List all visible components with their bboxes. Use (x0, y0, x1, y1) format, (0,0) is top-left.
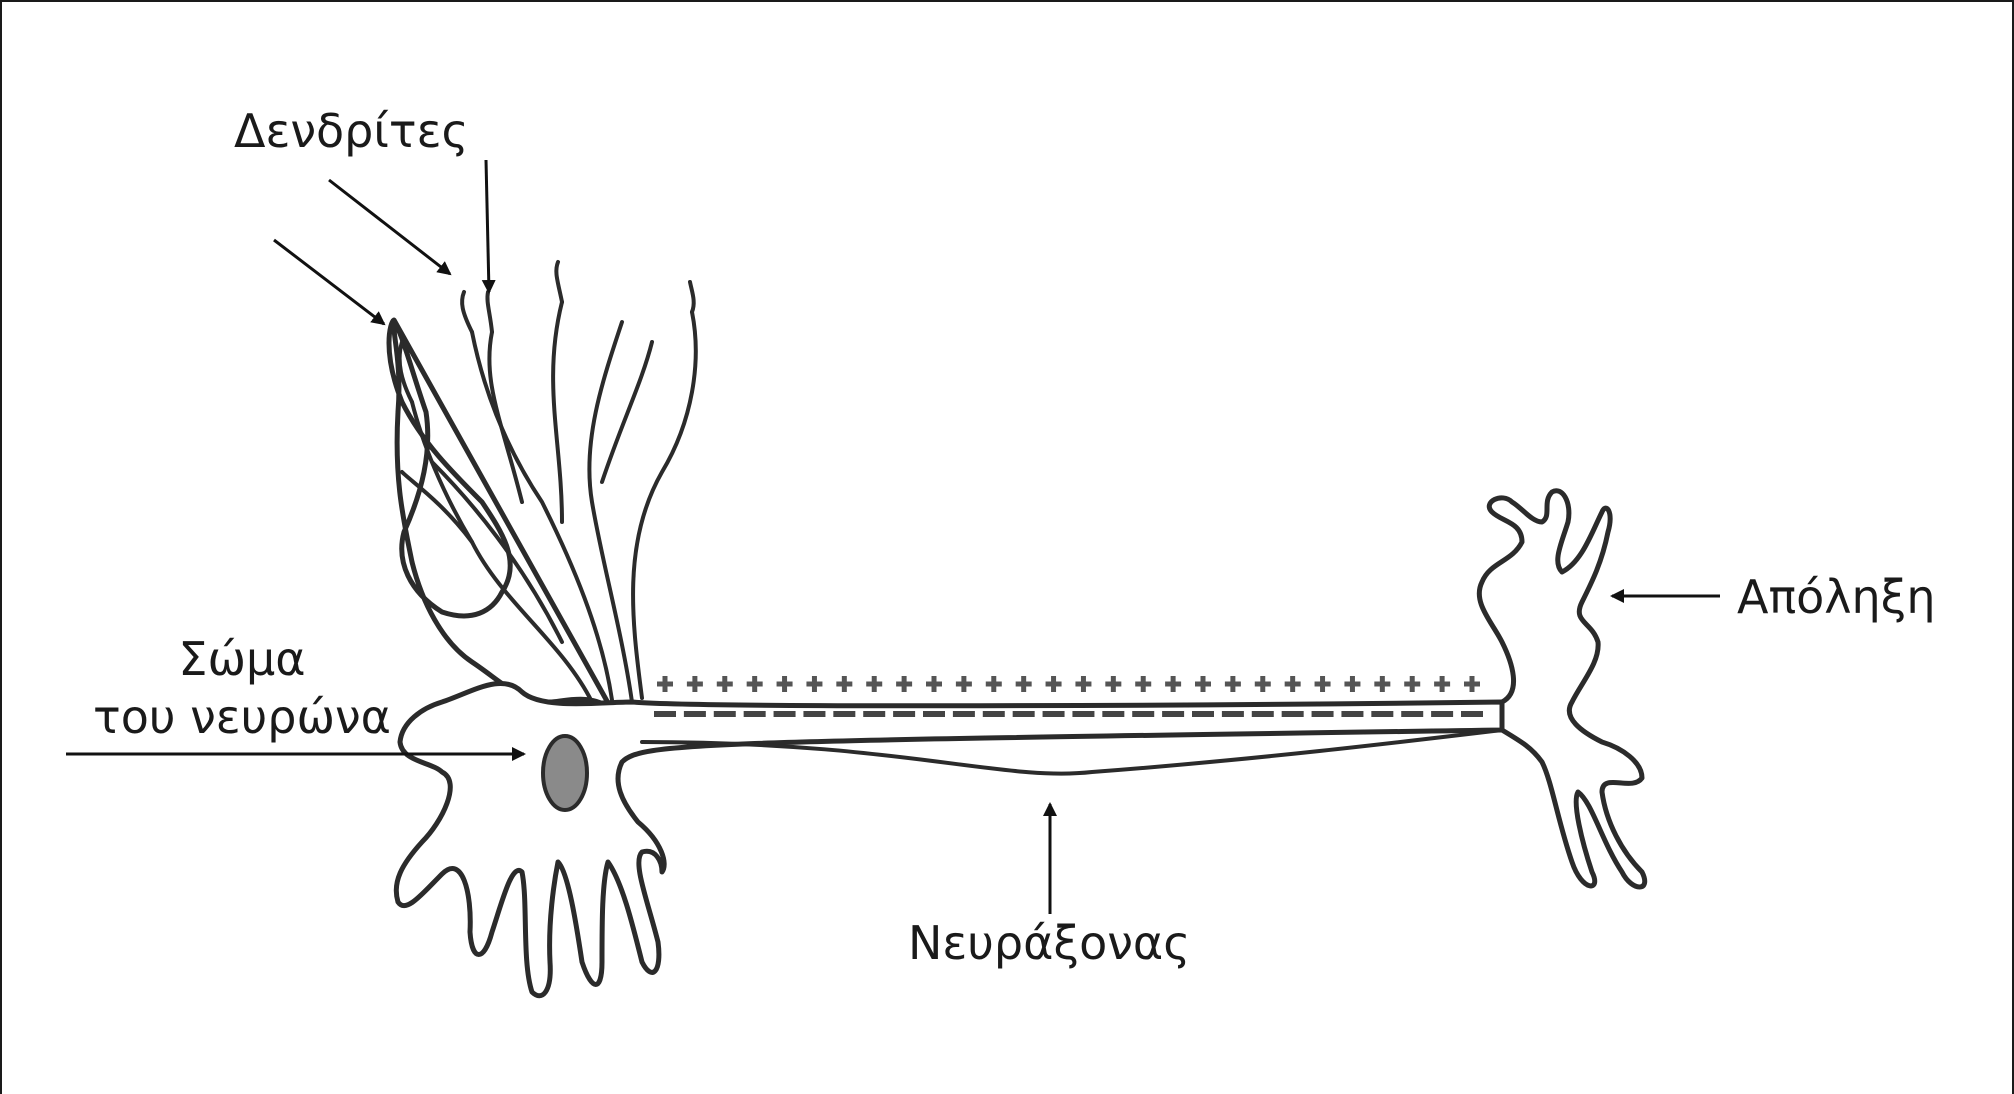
positive-charge (776, 676, 793, 692)
dendrite-tip-5 (397, 340, 414, 404)
dendrite-branch-5 (430, 460, 564, 644)
positive-charge (1224, 676, 1241, 692)
positive-charge (1284, 676, 1301, 692)
positive-charge (1374, 676, 1391, 692)
positive-charge (866, 676, 883, 692)
positive-charge (1045, 676, 1062, 692)
label-dendrites: Δενδρίτες (234, 104, 469, 158)
positive-charge (1344, 676, 1361, 692)
dendrite-branch-9 (400, 470, 474, 544)
positive-charge (955, 676, 972, 692)
positive-charge (657, 676, 673, 692)
positive-charges (657, 676, 1480, 692)
dendrite-branch-3 (587, 320, 634, 704)
positive-charge (1075, 676, 1092, 692)
arrow-dendrite-2 (328, 178, 452, 276)
nucleus (541, 734, 589, 812)
dendrite-branch-6 (487, 330, 524, 504)
positive-charge (1404, 676, 1421, 692)
axon-terminal (1476, 488, 1648, 890)
positive-charge (896, 676, 913, 692)
dendrite-branch-7 (551, 300, 564, 524)
positive-charge (1314, 676, 1331, 692)
label-cell-body: Σώμα του νευρώνα (52, 630, 432, 746)
dendrite-tip-2 (485, 290, 494, 334)
positive-charge (1105, 676, 1122, 692)
label-terminal: Απόληξη (1737, 570, 1936, 624)
label-cell-body-line1: Σώμα (178, 632, 306, 686)
dendrite-tip-1 (460, 290, 474, 334)
positive-charge (1135, 676, 1152, 692)
positive-charge (1434, 676, 1451, 692)
positive-charge (686, 676, 703, 692)
positive-charge (1254, 676, 1271, 692)
positive-charge (836, 676, 853, 692)
cell-body-outline (386, 317, 615, 713)
arrow-dendrite-3 (481, 159, 496, 294)
arrow-dendrite-1 (273, 238, 386, 326)
label-cell-body-line2: του νευρώνα (93, 690, 391, 744)
dendrite-branch-8 (600, 340, 654, 484)
positive-charge (716, 676, 733, 692)
positive-charge (985, 676, 1002, 692)
positive-charge (1195, 676, 1211, 692)
positive-charge (1015, 676, 1032, 692)
positive-charge (926, 676, 942, 692)
positive-charge (1165, 676, 1182, 692)
label-axon: Νευράξονας (908, 916, 1191, 970)
positive-charge (1464, 676, 1480, 692)
dendrite-tip-4 (688, 280, 696, 314)
positive-charge (746, 676, 763, 692)
axon-lower-membrane (640, 728, 1504, 776)
dendrite-tip-3 (554, 260, 564, 304)
positive-charge (806, 676, 823, 692)
dendrite-branch-2 (470, 330, 614, 702)
dendrite-branch-4 (631, 310, 698, 700)
